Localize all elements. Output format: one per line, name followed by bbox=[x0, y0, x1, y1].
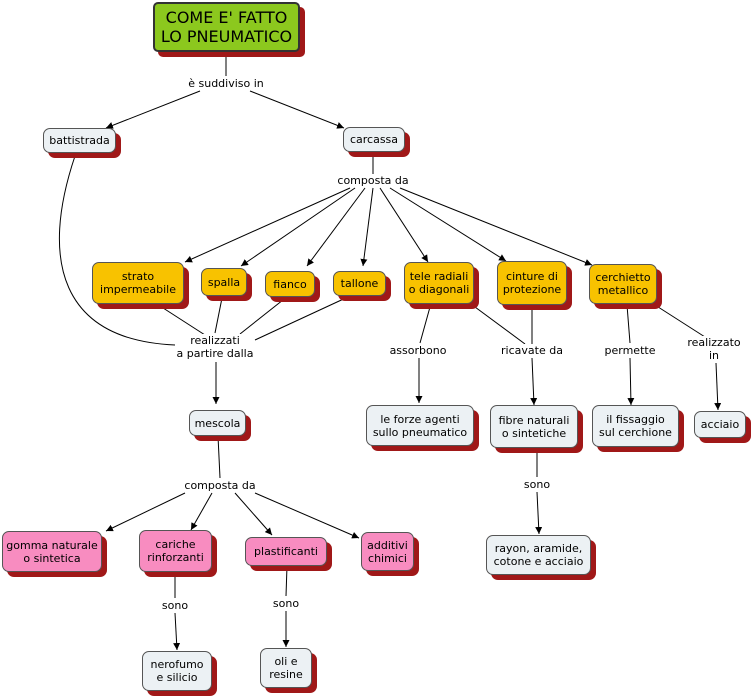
edge-battistrada-realizzati bbox=[58, 155, 176, 346]
link-label-sono-plastificanti: sono bbox=[271, 597, 301, 610]
edge-composta-tallone bbox=[360, 187, 374, 267]
link-label-ricavate: ricavate da bbox=[500, 344, 564, 357]
edge-sono-rayon bbox=[535, 491, 543, 535]
edge-tele-assorbono bbox=[419, 306, 431, 344]
node-cerchietto-metallico[interactable]: cerchietto metallico bbox=[589, 264, 657, 304]
link-label-realizzati: realizzati a partire dalla bbox=[175, 334, 255, 360]
link-label-suddiviso: è suddiviso in bbox=[187, 77, 265, 90]
edge-composta2-additivi bbox=[254, 492, 360, 539]
edge-composta-spalla bbox=[240, 187, 356, 267]
edge-composta2-plastificanti bbox=[234, 492, 273, 536]
edge-realizzato-acciaio bbox=[714, 362, 722, 411]
edge-permette-fissaggio bbox=[627, 357, 635, 406]
edge-composta2-cariche bbox=[190, 492, 213, 531]
edge-composta-tele bbox=[379, 187, 429, 263]
node-tele-radiali[interactable]: tele radiali o diagonali bbox=[404, 262, 474, 304]
edge-composta2-gomma bbox=[105, 492, 186, 532]
edge-tallone-realizzati bbox=[254, 295, 351, 341]
node-battistrada[interactable]: battistrada bbox=[43, 128, 116, 153]
node-plastificanti[interactable]: plastificanti bbox=[245, 537, 327, 566]
edge-composta-strato bbox=[184, 187, 351, 263]
node-additivi[interactable]: additivi chimici bbox=[361, 532, 414, 571]
node-nerofumo[interactable]: nerofumo e silicio bbox=[142, 651, 212, 691]
node-cinture-protezione[interactable]: cinture di protezione bbox=[497, 261, 567, 305]
link-label-realizzato-in: realizzato in bbox=[686, 336, 742, 362]
edge-composta-cinture bbox=[389, 187, 507, 262]
edge-suddiviso-carcassa bbox=[249, 90, 345, 129]
edge-cerchietto-permette bbox=[626, 304, 631, 344]
node-acciaio[interactable]: acciaio bbox=[694, 411, 746, 438]
link-label-assorbono: assorbono bbox=[388, 344, 448, 357]
node-gomma[interactable]: gomma naturale o sintetica bbox=[2, 531, 102, 572]
node-fibre-naturali[interactable]: fibre naturali o sintetiche bbox=[490, 405, 578, 448]
edge-spalla-realizzati bbox=[214, 297, 223, 334]
root-node[interactable]: COME E' FATTO LO PNEUMATICO bbox=[153, 2, 300, 52]
node-carcassa[interactable]: carcassa bbox=[343, 127, 405, 152]
edge-fianco-realizzati bbox=[239, 295, 289, 335]
link-label-permette: permette bbox=[603, 344, 657, 357]
node-mescola[interactable]: mescola bbox=[189, 410, 246, 436]
edge-composta-fianco bbox=[306, 187, 366, 267]
node-fianco[interactable]: fianco bbox=[265, 271, 315, 297]
edge-tele-ricavate bbox=[474, 306, 526, 345]
node-cariche[interactable]: cariche rinforzanti bbox=[139, 530, 212, 572]
edge-strato-realizzati bbox=[159, 305, 206, 336]
node-oli[interactable]: oli e resine bbox=[260, 648, 312, 688]
edge-mescola-composta2 bbox=[217, 435, 221, 479]
node-forze-agenti[interactable]: le forze agenti sullo pneumatico bbox=[366, 405, 474, 446]
edge-plastificanti-sono bbox=[285, 565, 288, 597]
edge-composta-cerchietto bbox=[399, 187, 593, 266]
node-spalla[interactable]: spalla bbox=[201, 268, 247, 296]
edge-sono-nerofumo bbox=[173, 612, 181, 651]
link-label-sono-cariche: sono bbox=[160, 599, 190, 612]
node-rayon[interactable]: rayon, aramide, cotone e acciaio bbox=[486, 535, 591, 575]
edge-cerchietto-realizzato bbox=[654, 304, 706, 338]
edge-ricavate-fibre bbox=[530, 357, 538, 406]
link-label-sono-fibre: sono bbox=[522, 478, 552, 491]
link-label-composta-da-2: composta da bbox=[183, 479, 257, 492]
node-strato-impermeabile[interactable]: strato impermeabile bbox=[92, 262, 184, 304]
edge-suddiviso-battistrada bbox=[105, 90, 201, 129]
node-fissaggio[interactable]: il fissaggio sul cerchione bbox=[592, 405, 679, 447]
link-label-composta-da-1: composta da bbox=[336, 174, 410, 187]
node-tallone[interactable]: tallone bbox=[333, 271, 386, 296]
